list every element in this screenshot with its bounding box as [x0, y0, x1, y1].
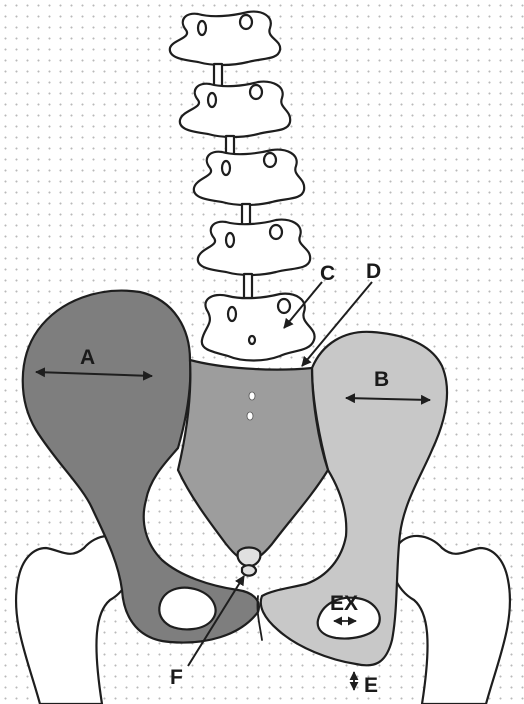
vertebra-l4: [198, 220, 310, 298]
label-a: A: [80, 346, 95, 369]
sacral-foramen: [247, 412, 253, 420]
label-ex: EX: [330, 592, 358, 615]
sacrum: [178, 360, 328, 560]
vertebra-l1: [170, 12, 280, 86]
coccyx: [238, 548, 261, 567]
label-e: E: [364, 674, 378, 697]
label-b: B: [374, 368, 389, 391]
label-f: F: [170, 666, 183, 689]
label-d: D: [366, 260, 381, 283]
vertebra-l2: [180, 82, 290, 160]
vertebra-l3: [194, 150, 304, 228]
right-femur: [392, 536, 510, 704]
vertebra-l5: [202, 294, 315, 361]
coccyx-tip: [242, 565, 256, 575]
sacral-foramen: [249, 392, 255, 400]
left-obturator-foramen: [159, 588, 215, 630]
label-c: C: [320, 262, 335, 285]
